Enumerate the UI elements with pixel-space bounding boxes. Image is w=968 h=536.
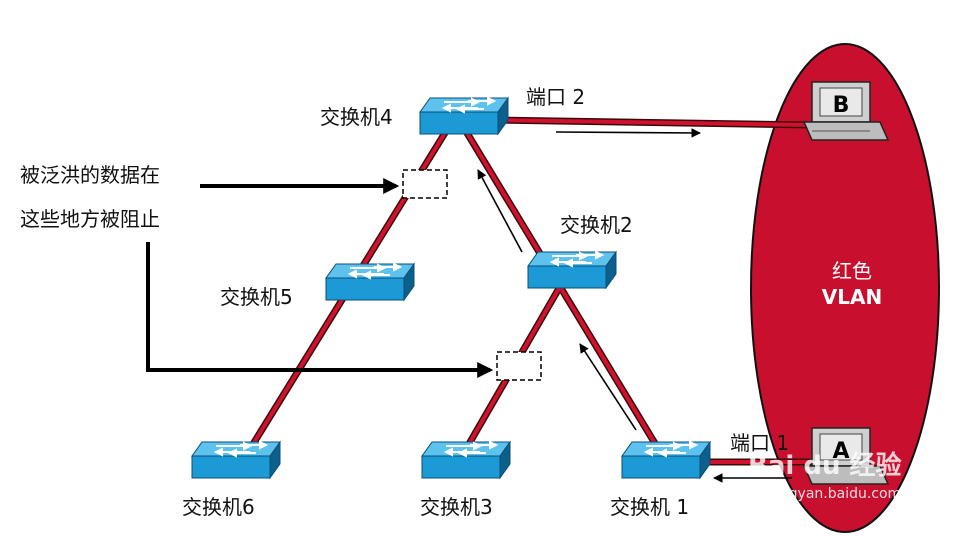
switch-2-label: 交换机2 — [560, 213, 633, 237]
arrow-right-port2 — [555, 128, 701, 138]
vlan-label-line-1: 红色 — [832, 259, 872, 283]
blocked-point-upper — [402, 169, 448, 199]
blocked-point-lower — [496, 351, 542, 381]
switch-3-label: 交换机3 — [420, 495, 493, 519]
host-b-label: B — [833, 93, 850, 118]
vlan-region — [750, 43, 940, 533]
switch-6 — [191, 441, 281, 479]
switch-4 — [419, 97, 509, 135]
watermark-url: jingyan.baidu.com — [771, 486, 901, 502]
vlan-label-line-2: VLAN — [822, 285, 882, 309]
switch-1 — [621, 441, 711, 479]
switch-4-label: 交换机4 — [320, 105, 393, 129]
block-callout-arrows — [146, 178, 494, 378]
arrow-up-s1-s2 — [579, 343, 637, 431]
note-line-1: 被泛洪的数据在 — [20, 163, 160, 187]
host-b-computer: B — [802, 81, 890, 141]
note-line-2: 这些地方被阻止 — [20, 207, 160, 231]
arrow-up-s2-s4 — [477, 169, 523, 253]
switch-6-label: 交换机6 — [182, 495, 255, 519]
switch-5 — [325, 263, 415, 301]
host-a-label: A — [832, 439, 849, 464]
watermark-logo: Bai du 经验 — [748, 450, 902, 481]
port-2-label: 端口 2 — [526, 85, 585, 109]
flow-arrows — [477, 128, 792, 483]
switch-3 — [421, 441, 511, 479]
port-1-label: 端口 1 — [730, 431, 789, 455]
switch-5-label: 交换机5 — [220, 285, 293, 309]
switch-1-label: 交换机 1 — [610, 495, 689, 519]
host-a-computer: A — [802, 427, 890, 485]
switch-2 — [527, 251, 617, 289]
